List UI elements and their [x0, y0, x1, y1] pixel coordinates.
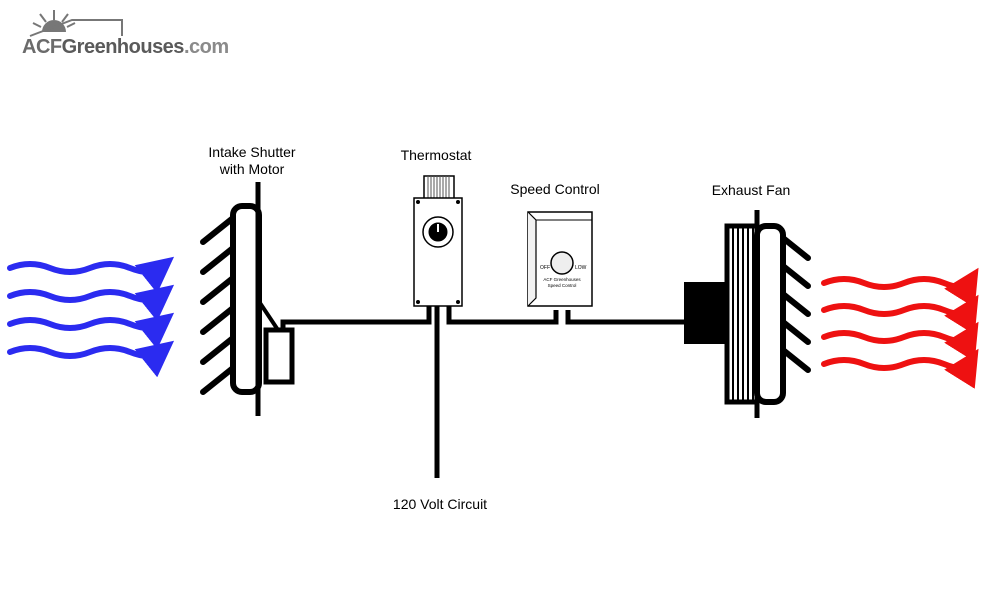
intake-arrow-3: [7, 312, 175, 350]
exhaust-arrow-4: [821, 348, 979, 389]
circuit-label: 120 Volt Circuit: [392, 496, 488, 512]
exhaust-airflow-arrows: [821, 267, 979, 389]
fan-motor: [684, 282, 730, 344]
thermostat-label: Thermostat: [400, 147, 472, 163]
speed-control-knob: [550, 251, 574, 275]
exhaust-arrow-1: [821, 267, 979, 308]
intake-arrow-1: [7, 256, 175, 294]
intake-airflow-arrows: [7, 256, 175, 378]
intake-shutter-label: Intake Shutter with Motor: [196, 144, 308, 178]
exhaust-arrow-2: [821, 294, 979, 335]
speed-low-label: LOW: [575, 265, 587, 271]
intake-shutter-label-line2: with Motor: [219, 161, 285, 177]
intake-arrow-2: [7, 284, 175, 322]
wire-motor-to-thermostat: [280, 306, 432, 330]
intake-shutter-label-line1: Intake Shutter: [208, 144, 296, 160]
exhaust-fan-label: Exhaust Fan: [711, 182, 791, 198]
shutter-motor: [263, 327, 295, 385]
thermostat-device: [413, 175, 463, 307]
speed-off-label: OFF: [540, 265, 550, 271]
speed-control-device: [527, 211, 593, 307]
exhaust-arrow-3: [821, 321, 979, 362]
brand-logo: ACFGreenhouses.com: [10, 6, 229, 58]
speed-brand-line2: Speed Control: [548, 283, 577, 288]
intake-arrow-4: [7, 340, 175, 378]
speed-brand-line1: ACF Greenhouses: [543, 277, 581, 282]
speed-control-label: Speed Control: [510, 181, 600, 197]
wire-speed-to-fan: [565, 310, 684, 325]
exhaust-fan: [684, 210, 811, 418]
intake-shutter: [200, 182, 295, 416]
wire-thermostat-to-speed: [446, 306, 559, 325]
brand-wordmark: ACFGreenhouses.com: [22, 36, 229, 58]
wiring: [280, 306, 684, 478]
sun-house-icon: [29, 10, 123, 37]
